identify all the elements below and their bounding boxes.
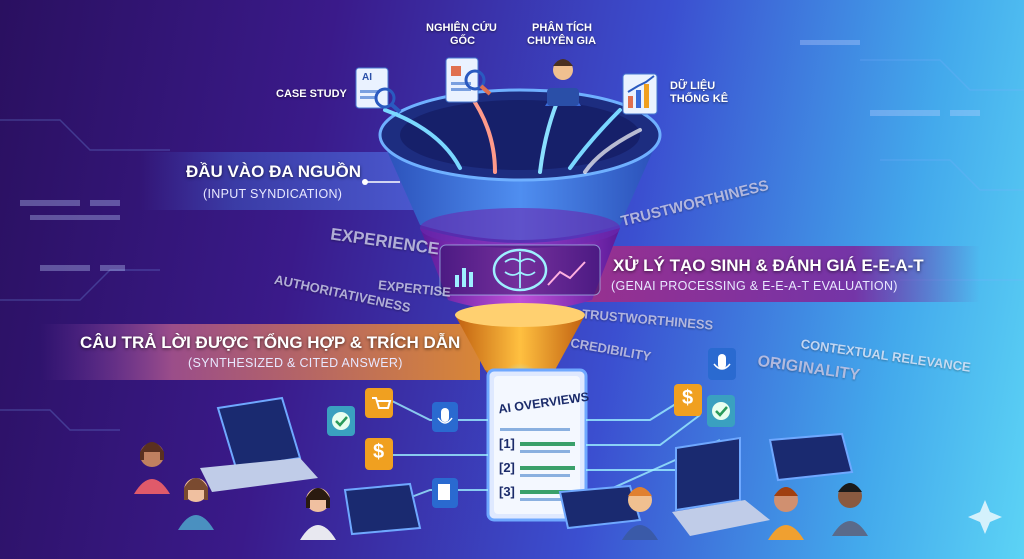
source-research-label-line1: NGHIÊN CỨU bbox=[426, 22, 497, 34]
badge-mic-left bbox=[432, 402, 458, 432]
person-right-2 bbox=[768, 487, 804, 540]
source-stats-label-line2: THỐNG KÊ bbox=[670, 93, 729, 105]
process-stage-subtitle: (GENAI PROCESSING & E-E-A-T EVALUATION) bbox=[611, 279, 898, 293]
research-doc-icon bbox=[445, 57, 492, 103]
ai-overviews-panel bbox=[486, 368, 588, 522]
answer-stage-subtitle: (SYNTHESIZED & CITED ANSWER) bbox=[188, 356, 403, 370]
laptop-left bbox=[200, 396, 318, 492]
case-study-doc-icon bbox=[355, 67, 402, 114]
source-case-study-label: CASE STUDY bbox=[276, 88, 347, 100]
citation-1: [1] bbox=[499, 436, 515, 451]
badge-check-left bbox=[327, 406, 355, 436]
process-band bbox=[560, 246, 980, 302]
badge-dollar-right-symbol: $ bbox=[682, 387, 694, 409]
person-right-3 bbox=[832, 483, 868, 536]
person-left-1 bbox=[134, 442, 170, 494]
data-bars-decoration bbox=[20, 40, 980, 271]
badge-doc-left bbox=[432, 478, 458, 508]
laptop-right bbox=[672, 436, 770, 536]
stats-chart-icon bbox=[622, 73, 658, 115]
citation-3: [3] bbox=[499, 484, 515, 499]
badge-dollar-right bbox=[674, 384, 702, 416]
badge-check-right bbox=[707, 395, 735, 427]
tablet-left bbox=[343, 482, 422, 536]
process-stage-title: XỬ LÝ TẠO SINH & ĐÁNH GIÁ E-E-A-T bbox=[613, 256, 924, 275]
person-left-3 bbox=[300, 488, 336, 540]
input-pointer-dot bbox=[362, 179, 368, 185]
tablet-center bbox=[558, 484, 642, 530]
expert-avatar-icon bbox=[545, 59, 581, 106]
source-expert-label-line1: PHÂN TÍCH bbox=[532, 22, 592, 34]
person-left-2 bbox=[178, 478, 214, 530]
source-expert-label-line2: CHUYÊN GIA bbox=[527, 35, 597, 47]
citation-2: [2] bbox=[499, 460, 515, 475]
badge-cart-left bbox=[365, 388, 393, 418]
tablet-right bbox=[768, 432, 854, 482]
brain-ai-icon bbox=[439, 244, 601, 296]
source-stats-label-line1: DỮ LIỆU bbox=[670, 80, 716, 92]
answer-band bbox=[40, 324, 480, 380]
case-study-doc-icon-label: AI bbox=[362, 72, 372, 83]
badge-dollar-left-symbol: $ bbox=[373, 441, 385, 463]
input-stage-subtitle: (INPUT SYNDICATION) bbox=[203, 187, 343, 201]
input-stage-title: ĐẦU VÀO ĐA NGUỒN bbox=[186, 162, 362, 181]
person-right-1 bbox=[622, 487, 658, 540]
source-research-label-line2: GỐC bbox=[450, 35, 476, 47]
badge-mic-right bbox=[708, 348, 736, 380]
sparkle-icon bbox=[968, 500, 1002, 534]
input-band bbox=[140, 152, 415, 210]
badge-dollar-left bbox=[365, 438, 393, 470]
answer-stage-title: CÂU TRẢ LỜI ĐƯỢC TỔNG HỢP & TRÍCH DẪN bbox=[80, 333, 461, 352]
